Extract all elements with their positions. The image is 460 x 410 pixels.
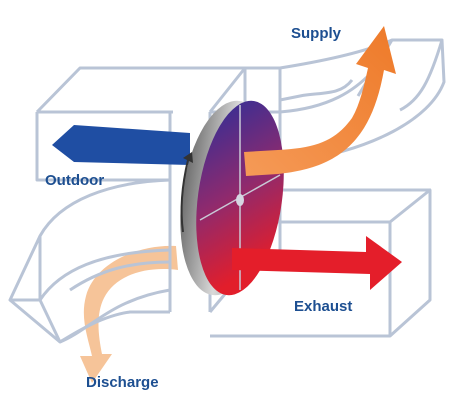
- outdoor-arrow: [52, 125, 190, 165]
- discharge-label: Discharge: [86, 374, 159, 391]
- rotation-arrow-icon: [180, 152, 193, 233]
- supply-arrow: [244, 26, 396, 176]
- outdoor-label: Outdoor: [45, 172, 105, 189]
- supply-label: Supply: [291, 25, 342, 42]
- discharge-arrow: [80, 245, 178, 383]
- exhaust-label: Exhaust: [294, 298, 353, 315]
- exhaust-arrow: [232, 236, 402, 290]
- wheel-hub: [236, 194, 244, 206]
